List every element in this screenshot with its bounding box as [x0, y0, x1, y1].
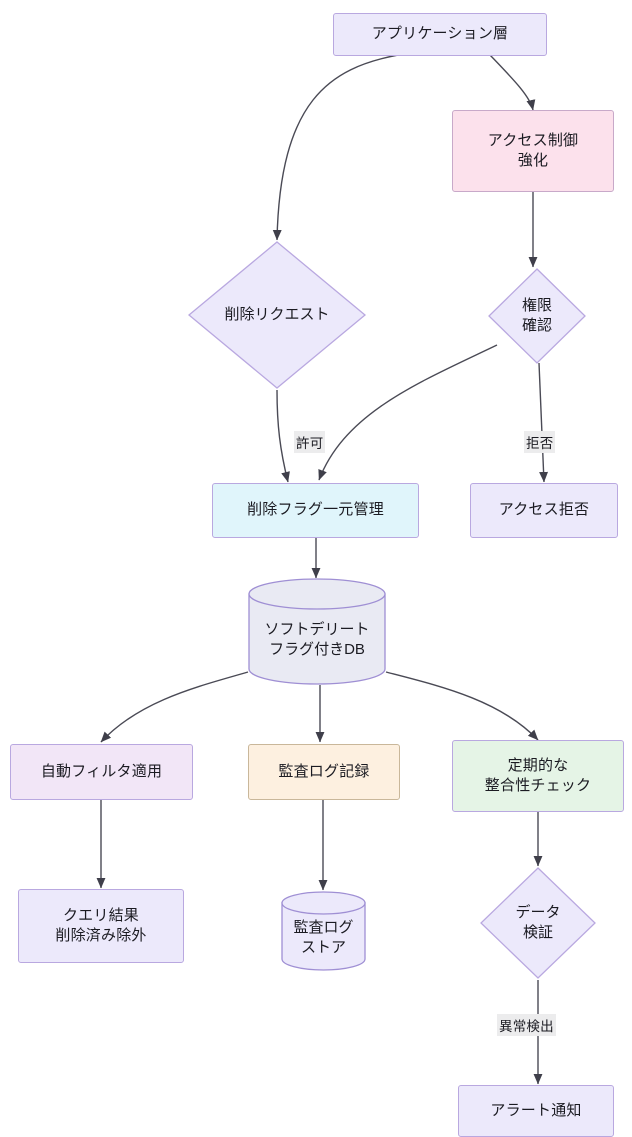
node-soft-delete-flag-db[interactable]: ソフトデリート フラグ付きDB: [248, 578, 386, 685]
node-label: アクセス拒否: [498, 501, 590, 519]
node-access-denied[interactable]: アクセス拒否: [470, 483, 618, 538]
edge-app-access: [489, 54, 536, 111]
node-auto-filter-applied[interactable]: 自動フィルタ適用: [10, 744, 193, 800]
node-periodic-consistency-check[interactable]: 定期的な 整合性チェック: [452, 740, 624, 812]
node-label-line2: 検証: [522, 924, 553, 941]
node-audit-log-store[interactable]: 監査ログ ストア: [281, 891, 366, 971]
node-delete-flag-central-management[interactable]: 削除フラグ一元管理: [212, 483, 419, 538]
edge-db-check: [385, 671, 539, 741]
node-label: アプリケーション層: [371, 25, 509, 43]
node-label-line2: ストア: [300, 939, 346, 956]
node-label-line2: 削除済み除外: [55, 927, 147, 944]
node-label: 権限 確認: [487, 267, 587, 365]
node-label: データ 検証: [479, 866, 597, 980]
node-label-line1: アクセス制御: [487, 131, 579, 149]
node-delete-request[interactable]: 削除リクエスト: [187, 240, 367, 390]
node-query-result-exclude-deleted[interactable]: クエリ結果 削除済み除外: [18, 889, 184, 963]
node-label-line2: 強化: [517, 152, 549, 169]
cylinder-shape: [281, 891, 366, 971]
node-audit-log-record[interactable]: 監査ログ記録: [248, 744, 400, 800]
node-label: 削除リクエスト: [224, 305, 330, 323]
node-label: アラート通知: [490, 1101, 582, 1119]
node-label-line1: 定期的な: [507, 756, 569, 774]
node-label-line1: ソフトデリート: [264, 620, 370, 638]
edge-delreq-flag: [276, 389, 290, 483]
node-label-line2: 整合性チェック: [484, 777, 592, 794]
edge-label-anomaly-detected: 異常検出: [497, 1014, 556, 1036]
node-label-line2: フラグ付きDB: [269, 641, 365, 658]
node-label-line2: 確認: [521, 317, 552, 334]
node-label-line1: 権限: [521, 296, 552, 314]
node-label: 監査ログ記録: [278, 762, 370, 780]
node-label: 削除フラグ一元管理: [247, 501, 384, 519]
diamond-shape: [187, 241, 367, 389]
node-application-layer[interactable]: アプリケーション層: [333, 13, 547, 56]
edge-perm-denied: [538, 362, 549, 483]
node-permission-check[interactable]: 権限 確認: [487, 267, 587, 365]
node-access-control-enhancement[interactable]: アクセス制御 強化: [452, 110, 614, 192]
cylinder-shape: [248, 578, 386, 685]
diamond-shape: [480, 867, 596, 979]
node-label-line1: クエリ結果: [62, 906, 139, 924]
diamond-shape: [488, 268, 586, 364]
node-label: 自動フィルタ適用: [40, 762, 163, 780]
node-alert-notification[interactable]: アラート通知: [458, 1085, 614, 1137]
node-data-verification[interactable]: データ 検証: [479, 866, 597, 980]
edge-app-delreq: [272, 54, 399, 241]
node-label: ソフトデリート フラグ付きDB: [248, 614, 386, 666]
node-label-line1: データ: [515, 903, 561, 921]
edge-label-allow: 許可: [294, 431, 326, 453]
node-label: 監査ログ ストア: [281, 915, 366, 961]
edge-label-deny: 拒否: [524, 431, 556, 453]
node-label-line1: 監査ログ: [293, 918, 354, 936]
edge-db-filter: [100, 671, 249, 743]
